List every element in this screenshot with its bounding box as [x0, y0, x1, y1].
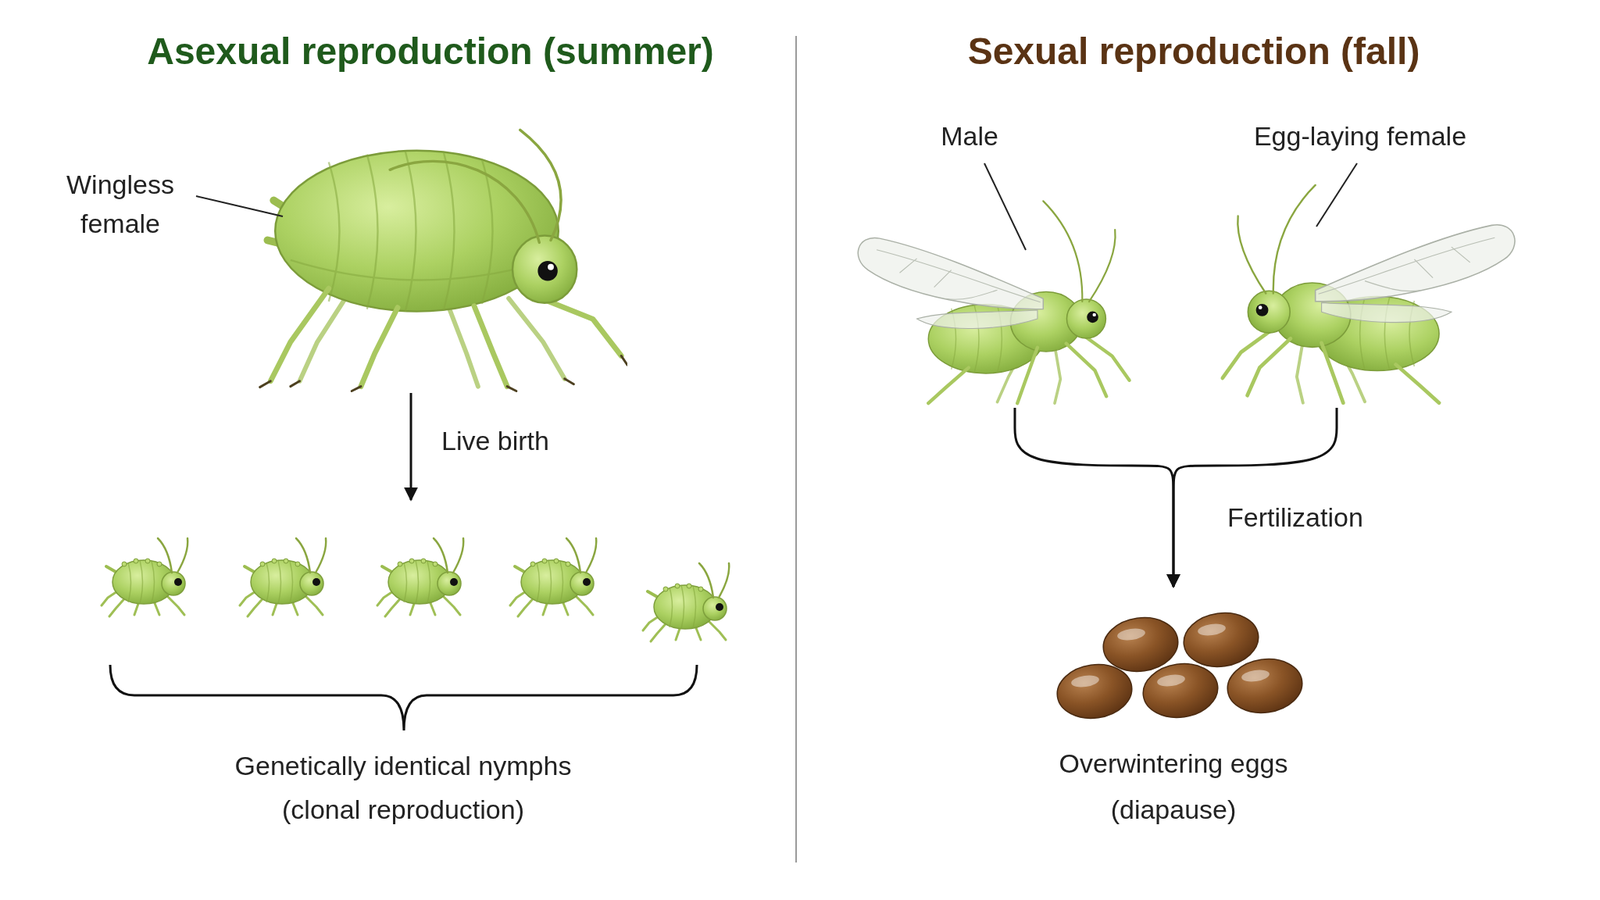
egg	[1053, 660, 1136, 724]
panel-heading: Sexual reproduction (fall)	[967, 29, 1421, 73]
egg-cluster-art	[1053, 608, 1307, 724]
nymph	[239, 538, 326, 617]
egg-highlight	[1240, 668, 1271, 684]
winged-female-aphid	[1222, 185, 1515, 404]
egg-cluster: Overwintering eggs (diapause)	[1020, 586, 1327, 837]
node-label: Wingless female	[52, 164, 190, 243]
arrow-connector	[1173, 407, 1337, 587]
panel-heading: Asexual reproduction (summer)	[146, 29, 714, 73]
aphid-figure: Male	[851, 195, 1143, 408]
egg-highlight	[1070, 674, 1100, 690]
wingless-aphid	[260, 129, 628, 391]
node-label: Genetically identical nymphs (clonal rep…	[192, 743, 615, 832]
node-label: Male	[940, 118, 999, 154]
egg	[1139, 659, 1222, 723]
nymph	[510, 538, 597, 617]
leader-line	[984, 163, 1026, 250]
arrow-connector	[1014, 407, 1174, 587]
grouping-bracket	[110, 664, 697, 731]
nymph	[101, 538, 188, 617]
nymph-group: Genetically identical nymphs (clonal rep…	[75, 500, 732, 836]
egg-highlight	[1156, 673, 1186, 689]
winged-male-aphid	[857, 200, 1129, 404]
leader-line	[196, 196, 283, 217]
node-label: Overwintering eggs (diapause)	[1009, 740, 1338, 833]
leader-line	[1316, 163, 1358, 227]
aphid-figure: Egg-laying female	[1173, 178, 1557, 408]
egg-highlights	[1070, 622, 1271, 690]
aphid-figure: Wingless female	[244, 122, 628, 393]
edge-label: Fertilization	[1227, 502, 1364, 533]
arrow-connector	[410, 392, 413, 500]
egg-highlight	[1116, 627, 1147, 643]
node-label: Egg-laying female	[1253, 118, 1467, 154]
egg	[1224, 654, 1307, 718]
edge-label: Live birth	[441, 425, 550, 457]
nymph	[642, 563, 729, 642]
panel-divider	[795, 35, 797, 863]
nymph	[377, 538, 464, 617]
egg-highlight	[1196, 622, 1227, 638]
